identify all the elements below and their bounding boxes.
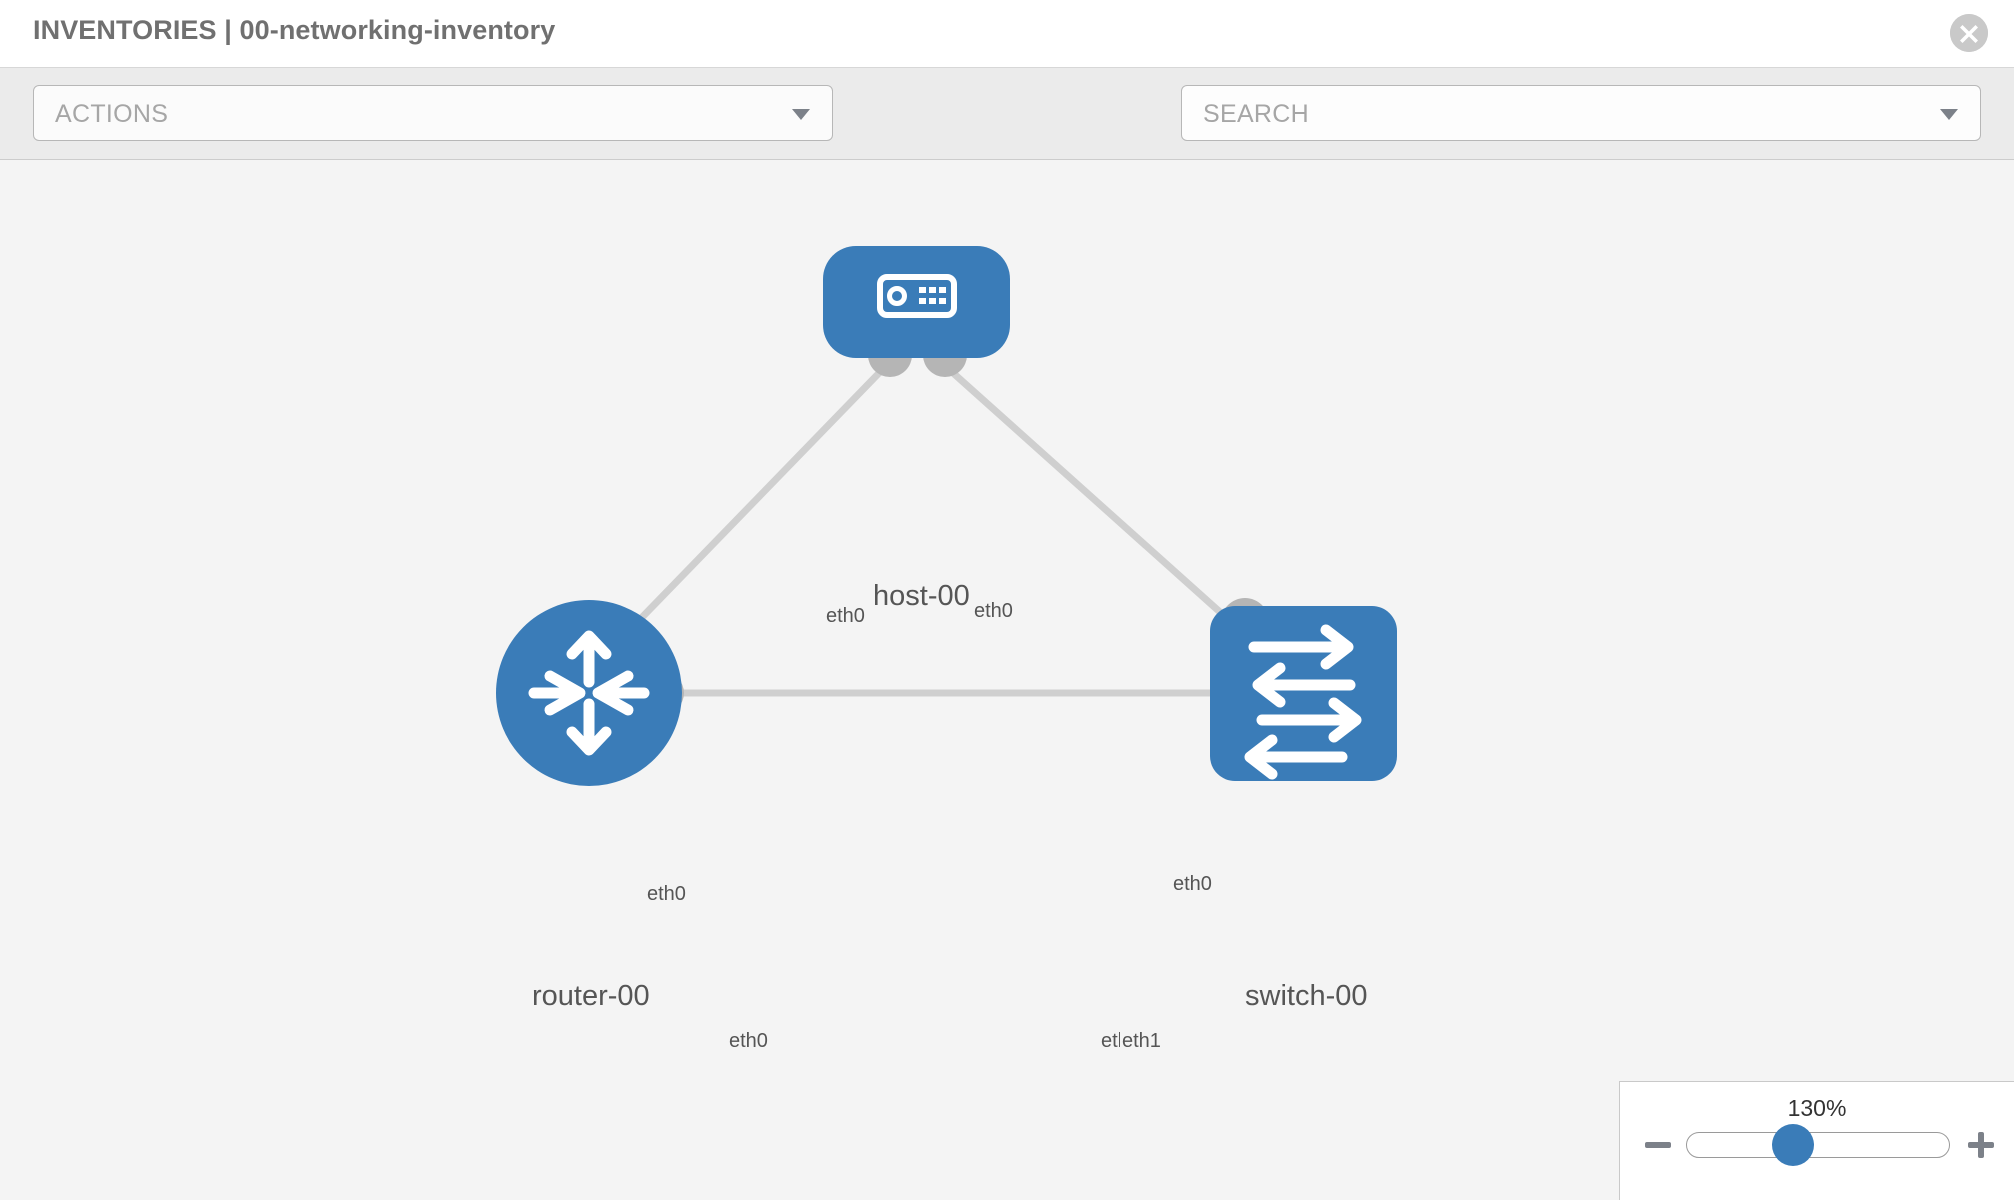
edge-label-router00-eth0: eth0 [727, 1030, 770, 1053]
topology-canvas[interactable]: host-00 router-00 switch-00 eth0 eth0 et… [0, 160, 2014, 1200]
toolbar: ACTIONS SEARCH [0, 68, 2014, 197]
zoom-slider-handle[interactable] [1772, 1124, 1814, 1166]
zoom-out-button[interactable] [1643, 1130, 1673, 1160]
zoom-control-panel: 130% [1619, 1081, 2014, 1200]
node-label-router-00: router-00 [530, 980, 652, 1013]
search-placeholder: SEARCH [1203, 100, 1309, 128]
edge-label-host00-eth0-right: eth0 [972, 600, 1015, 623]
topology-links [617, 369, 1245, 697]
search-chevron-down-icon[interactable] [1940, 109, 1958, 120]
page-title: INVENTORIES | 00-networking-inventory [33, 15, 556, 45]
edge-label-host00-eth0-left: eth0 [824, 605, 867, 628]
zoom-percent-label: 130% [1787, 1095, 1847, 1121]
page-header: INVENTORIES | 00-networking-inventory [0, 0, 2014, 68]
node-label-host-00: host-00 [871, 580, 972, 613]
topology-graph [496, 246, 1397, 786]
edge-label-switch00-eth1: eth1 [1120, 1030, 1163, 1053]
zoom-in-button[interactable] [1966, 1130, 1996, 1160]
zoom-slider-track[interactable] [1686, 1132, 1950, 1158]
minus-icon [1645, 1142, 1671, 1148]
router-arrows-icon [528, 630, 650, 756]
edge-label-switch00-eth0-up: eth0 [1171, 873, 1214, 896]
link-host00-router00[interactable] [617, 369, 883, 643]
edge-label-router00-eth0-up: eth0 [645, 883, 688, 906]
node-host-00[interactable] [823, 246, 1010, 358]
actions-dropdown-label: ACTIONS [55, 100, 169, 128]
plus-icon [1968, 1132, 1994, 1158]
chevron-down-icon [792, 109, 810, 120]
node-label-switch-00: switch-00 [1243, 980, 1370, 1013]
close-icon [1950, 14, 1988, 52]
actions-dropdown[interactable]: ACTIONS [33, 85, 833, 141]
link-host00-switch00[interactable] [949, 369, 1243, 633]
node-switch-00[interactable] [1210, 606, 1397, 781]
search-input[interactable]: SEARCH [1181, 85, 1981, 141]
close-button[interactable] [1950, 14, 1988, 52]
switch-arrows-icon [1244, 624, 1362, 780]
server-icon [877, 274, 957, 318]
node-router-00[interactable] [496, 600, 682, 786]
